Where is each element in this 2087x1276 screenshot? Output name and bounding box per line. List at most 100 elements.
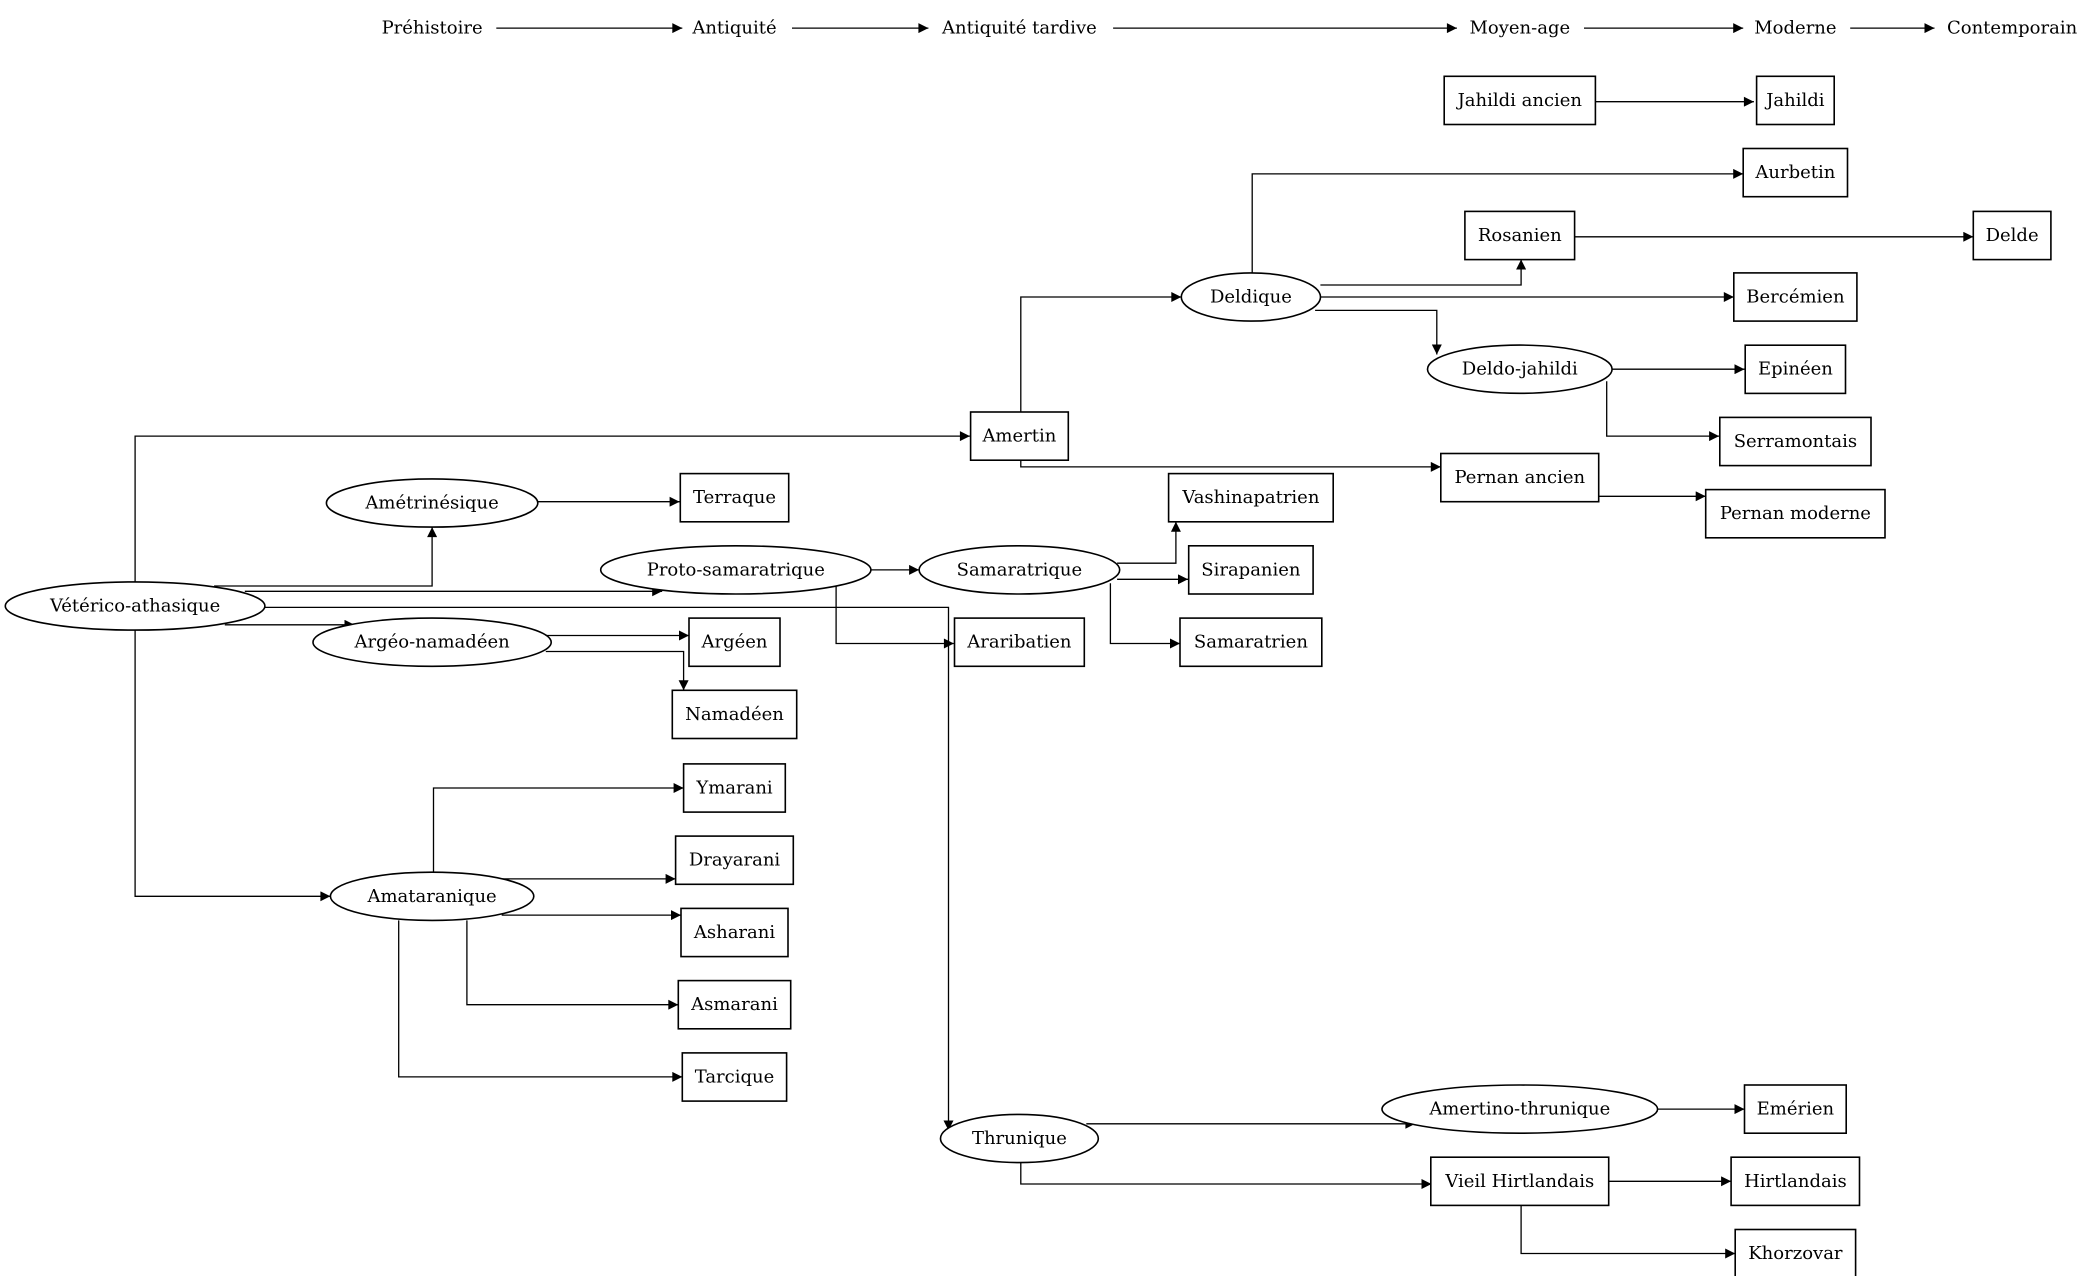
node-label: Asmarani bbox=[690, 994, 778, 1015]
node-box bbox=[671, 689, 798, 740]
node-label: Asharani bbox=[693, 922, 775, 943]
node-asharani: Asharani bbox=[680, 907, 789, 958]
timeline-label-t3: Moyen-age bbox=[1469, 18, 1570, 39]
node-box bbox=[1730, 1156, 1861, 1207]
edge-amata-to-tarcique bbox=[398, 920, 683, 1082]
timeline-label-t4: Moderne bbox=[1754, 18, 1836, 39]
edge-samar-to-samaratrien bbox=[1109, 583, 1180, 649]
edge-veterico-to-thrun bbox=[263, 606, 954, 1131]
node-label: Khorzovar bbox=[1748, 1243, 1843, 1264]
node-label: Sirapanien bbox=[1201, 559, 1301, 580]
node-box bbox=[1744, 344, 1847, 395]
node-ellipse bbox=[599, 545, 872, 595]
node-rosanien: Rosanien bbox=[1464, 210, 1576, 261]
node-araribatien: Araribatien bbox=[953, 617, 1086, 668]
node-ellipse bbox=[329, 871, 535, 922]
node-label: Deldo-jahildi bbox=[1462, 359, 1578, 380]
node-box bbox=[1464, 210, 1576, 261]
node-label: Amertin bbox=[981, 426, 1056, 447]
node-box bbox=[1167, 472, 1334, 523]
node-label: Emérien bbox=[1757, 1099, 1835, 1120]
node-amerthr: Amertino-thrunique bbox=[1381, 1084, 1659, 1135]
node-box bbox=[1733, 272, 1858, 322]
node-label: Jahildi bbox=[1764, 90, 1825, 111]
node-box bbox=[1972, 210, 2052, 261]
node-ametri: Amétrinésique bbox=[325, 478, 539, 528]
node-box bbox=[1719, 416, 1872, 467]
node-jahildi: Jahildi bbox=[1755, 75, 1835, 126]
node-ellipse bbox=[939, 1113, 1100, 1164]
node-label: Proto-samaratrique bbox=[647, 559, 825, 580]
node-box bbox=[682, 763, 787, 813]
node-label: Vashinapatrien bbox=[1181, 487, 1319, 508]
node-veterico: Vétérico-athasique bbox=[4, 581, 266, 631]
node-amertin: Amertin bbox=[969, 411, 1070, 462]
node-label: Samaratrien bbox=[1194, 632, 1308, 653]
edge-amata-to-ymarani bbox=[432, 783, 684, 873]
node-label: Rosanien bbox=[1478, 225, 1562, 246]
timeline-label-t1: Antiquité bbox=[691, 18, 776, 39]
node-aurbetin: Aurbetin bbox=[1742, 147, 1849, 198]
node-asmarani: Asmarani bbox=[677, 979, 792, 1030]
node-amata: Amataranique bbox=[329, 871, 535, 922]
edge-argeo-to-namadeen bbox=[545, 650, 689, 691]
node-tarcique: Tarcique bbox=[681, 1052, 788, 1102]
node-sirapanien: Sirapanien bbox=[1187, 544, 1314, 595]
node-box bbox=[677, 979, 792, 1030]
node-box bbox=[680, 907, 789, 958]
node-delde: Delde bbox=[1972, 210, 2052, 261]
node-label: Serramontais bbox=[1734, 431, 1857, 452]
node-label: Epinéen bbox=[1758, 359, 1833, 380]
node-samaratrien: Samaratrien bbox=[1179, 617, 1323, 668]
node-label: Namadéen bbox=[685, 704, 784, 725]
node-box bbox=[969, 411, 1070, 462]
node-box bbox=[953, 617, 1086, 668]
node-label: Argéo-namadéen bbox=[353, 632, 510, 653]
node-label: Vétérico-athasique bbox=[49, 596, 220, 617]
node-bercemien: Bercémien bbox=[1733, 272, 1858, 322]
node-ellipse bbox=[918, 545, 1121, 595]
edge-veterico-to-ametri bbox=[214, 527, 438, 587]
node-label: Delde bbox=[1986, 225, 2039, 246]
node-protosam: Proto-samaratrique bbox=[599, 545, 872, 595]
edge-veterico-to-amata bbox=[134, 630, 331, 902]
node-box bbox=[681, 1052, 788, 1102]
node-label: Tarcique bbox=[695, 1066, 775, 1087]
node-label: Aurbetin bbox=[1754, 162, 1835, 183]
node-ellipse bbox=[325, 478, 539, 528]
edges bbox=[134, 23, 1974, 1259]
node-box bbox=[1755, 75, 1835, 126]
node-label: Amataranique bbox=[366, 886, 496, 907]
node-label: Araribatien bbox=[966, 632, 1072, 653]
node-label: Ymarani bbox=[695, 778, 773, 799]
node-ellipse bbox=[1426, 344, 1613, 395]
node-thrun: Thrunique bbox=[939, 1113, 1100, 1164]
node-label: Pernan moderne bbox=[1720, 503, 1871, 524]
node-ellipse bbox=[312, 617, 552, 668]
edge-deldoj-to-serramontais bbox=[1606, 381, 1720, 442]
node-vashina: Vashinapatrien bbox=[1167, 472, 1334, 523]
node-box bbox=[674, 835, 795, 886]
edge-amertin-to-deldique bbox=[1020, 292, 1182, 412]
nodes: Vétérico-athasique AmétrinésiqueArgéo-nam… bbox=[4, 75, 2052, 1276]
edge-thrun-to-vieilhirt bbox=[1020, 1162, 1432, 1189]
node-box bbox=[1742, 147, 1849, 198]
node-box bbox=[688, 617, 781, 668]
node-label: Drayarani bbox=[689, 850, 781, 871]
node-box bbox=[1430, 1156, 1610, 1207]
node-label: Argéen bbox=[700, 632, 767, 653]
edge-samar-to-vashina bbox=[1117, 521, 1181, 564]
node-label: Terraque bbox=[693, 487, 776, 508]
edge-amata-to-asmarani bbox=[466, 920, 679, 1010]
node-label: Vieil Hirtlandais bbox=[1444, 1171, 1594, 1192]
node-terraque: Terraque bbox=[679, 472, 790, 523]
node-pernanmod: Pernan moderne bbox=[1704, 488, 1886, 539]
node-label: Thrunique bbox=[972, 1128, 1067, 1149]
node-label: Amertino-thrunique bbox=[1428, 1099, 1610, 1120]
node-label: Samaratrique bbox=[957, 559, 1083, 580]
node-deldique: Deldique bbox=[1180, 272, 1322, 322]
node-serramontais: Serramontais bbox=[1719, 416, 1872, 467]
edge-amertin-to-pernananc bbox=[1020, 460, 1441, 472]
